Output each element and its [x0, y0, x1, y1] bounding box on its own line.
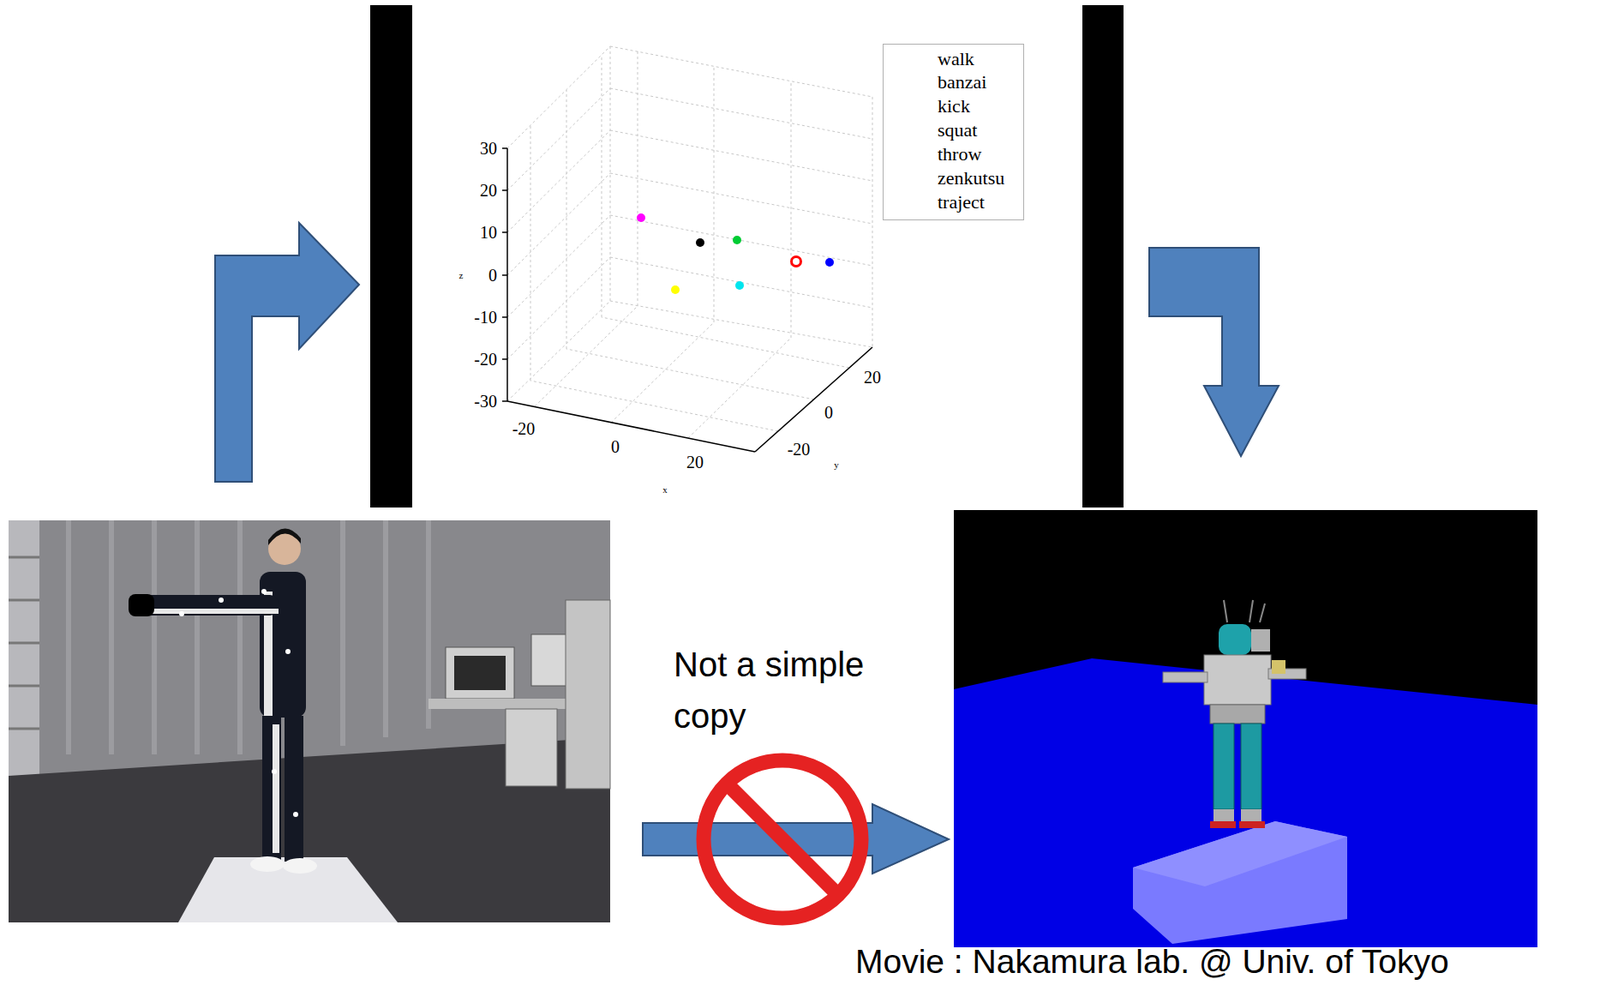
legend-text: walk — [937, 47, 975, 70]
legend-text: banzai — [937, 71, 987, 93]
axis-name: x — [662, 484, 668, 496]
axis-tick: 20 — [863, 367, 881, 388]
black-bar — [370, 5, 413, 508]
black-bar — [1082, 5, 1124, 508]
axis-tick: -10 — [473, 307, 498, 328]
prohibition-sign — [703, 760, 862, 918]
plot-axes — [502, 148, 873, 452]
legend-text: throw — [937, 143, 982, 165]
elbow-arrow — [1149, 247, 1279, 456]
robot-simulation — [953, 509, 1538, 947]
axis-tick: 10 — [479, 222, 498, 243]
axis-tick: -20 — [512, 419, 536, 439]
axis-tick: 0 — [824, 402, 833, 423]
legend-text: traject — [937, 191, 985, 213]
plot-grid — [507, 46, 873, 438]
axis-tick: -30 — [473, 391, 498, 412]
axis-tick: 0 — [611, 437, 620, 457]
axis-tick: -20 — [787, 439, 811, 460]
legend-text: zenkutsu — [937, 167, 1005, 189]
prohibition-bar — [726, 783, 839, 895]
axis-tick: 0 — [488, 265, 498, 286]
axis-tick: -20 — [473, 349, 498, 370]
axis-tick: 20 — [686, 452, 704, 473]
axis-name: y — [833, 459, 839, 471]
axis-tick: 30 — [479, 138, 498, 159]
annotation: Not a simple copy — [673, 638, 897, 742]
credit-caption: Movie : Nakamura lab. @ Univ. of Tokyo — [855, 942, 1450, 982]
copy-arrow — [642, 803, 949, 874]
legend-text: squat — [937, 119, 977, 141]
axis-tick: 20 — [479, 180, 498, 201]
legend-text: kick — [937, 95, 971, 117]
axis-name: z — [459, 269, 464, 282]
mocap-photo — [8, 520, 611, 923]
elbow-arrow — [215, 222, 360, 482]
scatter-points — [636, 213, 834, 294]
